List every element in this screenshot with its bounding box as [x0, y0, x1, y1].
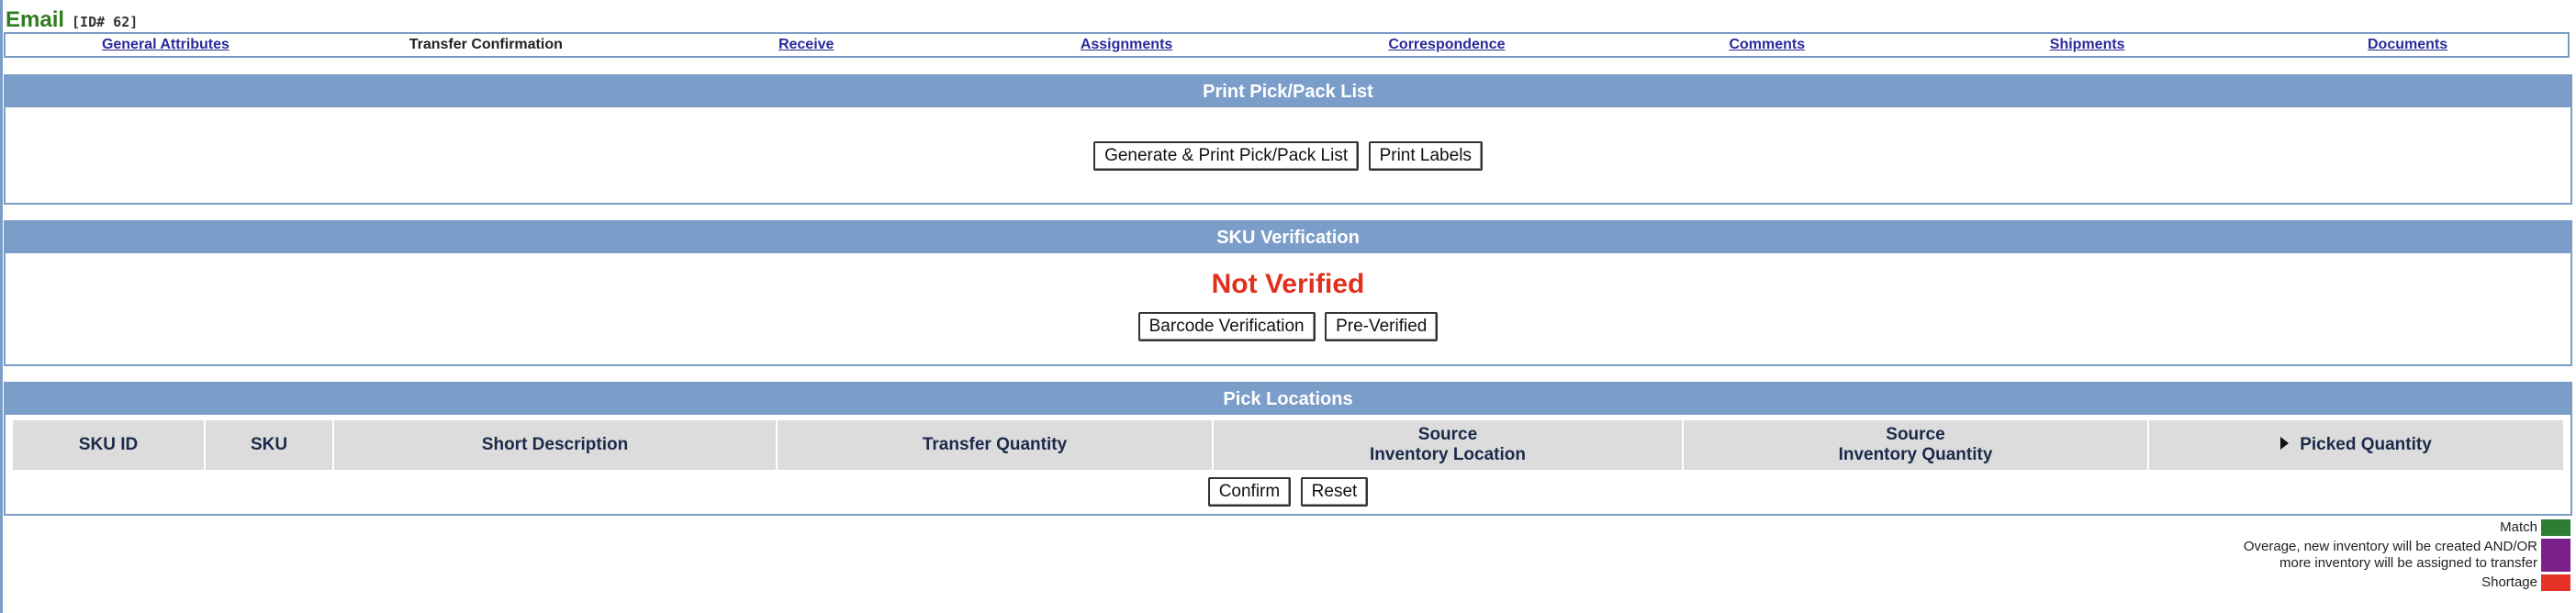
- column-source-quantity-line1: Source: [1886, 425, 1945, 444]
- reset-button[interactable]: Reset: [1300, 477, 1369, 507]
- sku-verification-panel: SKU Verification Not Verified Barcode Ve…: [4, 220, 2572, 366]
- tab-general-attributes[interactable]: General Attributes: [6, 37, 326, 53]
- tab-bar: General Attributes Transfer Confirmation…: [4, 32, 2570, 58]
- column-short-description: Short Description: [334, 420, 778, 470]
- legend-match-label: Match: [2500, 519, 2537, 535]
- pick-locations-table-header: SKU ID SKU Short Description Transfer Qu…: [13, 420, 2563, 470]
- print-pick-pack-header: Print Pick/Pack List: [6, 76, 2570, 107]
- tab-comments[interactable]: Comments: [1607, 37, 1927, 53]
- print-pick-pack-panel: Print Pick/Pack List Generate & Print Pi…: [4, 74, 2572, 205]
- tab-correspondence-link[interactable]: Correspondence: [1388, 37, 1506, 52]
- sku-verification-body: Not Verified Barcode Verification Pre-Ve…: [6, 264, 2570, 341]
- record-id: [ID# 62]: [72, 14, 139, 30]
- legend-overage-label: Overage, new inventory will be created A…: [2244, 539, 2537, 572]
- print-labels-button[interactable]: Print Labels: [1368, 141, 1483, 171]
- column-source-location-line1: Source: [1417, 425, 1478, 444]
- page-title: Email: [6, 7, 65, 32]
- column-source-inventory-location: Source Inventory Location: [1214, 420, 1684, 470]
- pre-verified-button[interactable]: Pre-Verified: [1325, 312, 1439, 341]
- tab-transfer-confirmation-label: Transfer Confirmation: [409, 37, 563, 52]
- column-picked-quantity-label: Picked Quantity: [2300, 435, 2432, 454]
- legend-overage-line2: more inventory will be assigned to trans…: [2279, 555, 2537, 571]
- legend-match: Match: [1928, 519, 2570, 536]
- legend-shortage-label: Shortage: [2481, 574, 2537, 590]
- tab-documents-link[interactable]: Documents: [2368, 37, 2448, 52]
- match-swatch: [2541, 519, 2570, 536]
- column-picked-quantity[interactable]: Picked Quantity: [2149, 420, 2563, 470]
- tab-comments-link[interactable]: Comments: [1729, 37, 1806, 52]
- pick-locations-header: Pick Locations: [6, 384, 2570, 415]
- overage-swatch: [2541, 539, 2570, 572]
- shortage-swatch: [2541, 574, 2570, 591]
- verification-status: Not Verified: [1211, 269, 1365, 299]
- left-border: [0, 0, 3, 613]
- tab-general-attributes-link[interactable]: General Attributes: [101, 37, 230, 52]
- tab-assignments[interactable]: Assignments: [967, 37, 1287, 53]
- column-transfer-quantity: Transfer Quantity: [778, 420, 1214, 470]
- pick-locations-panel: Pick Locations SKU ID SKU Short Descript…: [4, 382, 2572, 516]
- confirm-button[interactable]: Confirm: [1207, 477, 1292, 507]
- tab-documents[interactable]: Documents: [2247, 37, 2568, 53]
- tab-transfer-confirmation: Transfer Confirmation: [326, 37, 646, 53]
- column-source-quantity-line2: Inventory Quantity: [1838, 445, 1993, 464]
- generate-print-pick-pack-button[interactable]: Generate & Print Pick/Pack List: [1093, 141, 1360, 171]
- tab-correspondence[interactable]: Correspondence: [1287, 37, 1607, 53]
- pick-locations-buttons: Confirm Reset: [6, 477, 2570, 507]
- column-sku-id: SKU ID: [13, 420, 206, 470]
- caret-right-icon[interactable]: [2280, 437, 2290, 450]
- column-source-location-line2: Inventory Location: [1370, 445, 1526, 464]
- color-legend: Match Overage, new inventory will be cre…: [1928, 519, 2570, 594]
- barcode-verification-button[interactable]: Barcode Verification: [1137, 312, 1316, 341]
- tab-shipments[interactable]: Shipments: [1927, 37, 2247, 53]
- sku-verification-header: SKU Verification: [6, 222, 2570, 253]
- legend-overage-line1: Overage, new inventory will be created A…: [2243, 539, 2537, 554]
- page-header: Email [ID# 62]: [6, 7, 138, 35]
- legend-shortage: Shortage: [1928, 574, 2570, 591]
- legend-overage: Overage, new inventory will be created A…: [1928, 539, 2570, 572]
- verification-buttons: Barcode Verification Pre-Verified: [6, 312, 2570, 341]
- tab-receive[interactable]: Receive: [646, 37, 967, 53]
- tab-assignments-link[interactable]: Assignments: [1080, 37, 1173, 52]
- column-sku: SKU: [206, 420, 334, 470]
- tab-shipments-link[interactable]: Shipments: [2049, 37, 2125, 52]
- print-pick-pack-body: Generate & Print Pick/Pack List Print La…: [6, 107, 2570, 171]
- tab-receive-link[interactable]: Receive: [778, 37, 834, 52]
- column-source-inventory-quantity: Source Inventory Quantity: [1684, 420, 2149, 470]
